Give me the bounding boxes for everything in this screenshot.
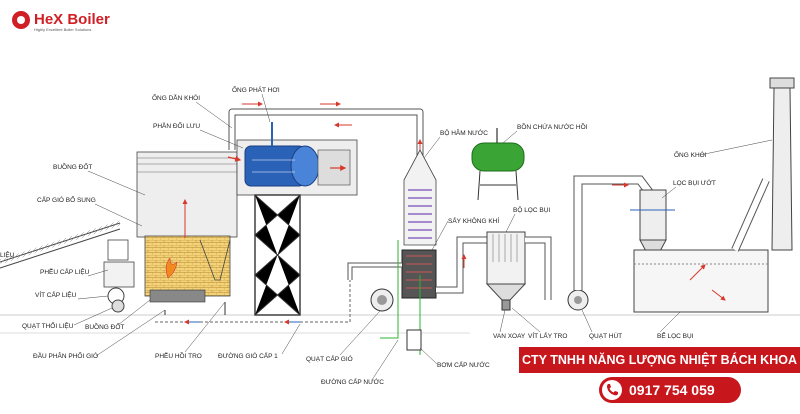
- label-phan-doi-luu: PHẦN ĐỐI LƯU: [153, 120, 200, 130]
- convection-section: [227, 122, 358, 196]
- label-bom-cap-nuoc: BƠM CẤP NƯỚC: [437, 359, 490, 369]
- economizer-tower: [403, 139, 437, 246]
- support-structure: [254, 194, 301, 316]
- label-van-xoay: VAN XOAY: [493, 333, 526, 340]
- component-labels: ỐNG DẪN KHÓI ỐNG PHÁT HƠI PHẦN ĐỐI LƯU B…: [0, 84, 773, 386]
- phone-pill[interactable]: 0917 754 059: [599, 377, 741, 403]
- label-quat-thoi-lieu: QUẠT THỔI LIỆU: [22, 321, 74, 330]
- feed-fan: [111, 299, 125, 313]
- phone-number: 0917 754 059: [629, 382, 715, 398]
- label-be-loc-bui: BỂ LỌC BỤI: [657, 331, 694, 340]
- fuel-conveyor: [0, 220, 135, 313]
- contact-banner: CTY TNHH NĂNG LƯỢNG NHIỆT BÁCH KHOA 0917…: [519, 347, 800, 409]
- label-say-khong-khi: SẤY KHÔNG KHÍ: [448, 215, 499, 225]
- label-ong-khoi: ỐNG KHÓI: [674, 149, 707, 159]
- furnace: [136, 151, 238, 315]
- air-fan: [155, 262, 402, 325]
- label-loc-bui-uot: LỌC BỤI ƯỚT: [673, 178, 716, 187]
- label-duong-gio-cap-1: ĐƯỜNG GIÓ CẤP 1: [218, 350, 278, 360]
- hex-boiler-logo: HeX Boiler Highly Excellent Boiler Solut…: [12, 11, 110, 32]
- label-vit-cap-lieu: VÍT CẤP LIỆU: [35, 289, 77, 299]
- label-ong-dan-khoi: ỐNG DẪN KHÓI: [152, 92, 200, 102]
- dust-settling-tank: [633, 249, 769, 313]
- label-buong-dot-top: BUỒNG ĐỐT: [53, 161, 92, 171]
- label-quat-cap-gio: QUẠT CẤP GIÓ: [306, 353, 353, 363]
- label-pheu-cap-lieu: PHỄU CẤP LIỆU: [40, 266, 90, 276]
- gas-duct-mid: [436, 236, 487, 294]
- label-duong-cap-nuoc: ĐƯỜNG CẤP NƯỚC: [321, 376, 384, 386]
- return-water-tank: [471, 128, 525, 201]
- flue-duct: [228, 101, 424, 160]
- flame-icon: [165, 257, 178, 279]
- label-cap-gio-bo-sung: CẤP GIÓ BỔ SUNG: [37, 194, 96, 204]
- combustion-chamber: [144, 235, 231, 297]
- logo-tagline: Highly Excellent Boiler Solutions: [34, 27, 91, 32]
- label-dau-phan-phoi-gio: ĐẦU PHÂN PHỐI GIÓ: [33, 350, 98, 360]
- label-ong-phat-hoi: ỐNG PHÁT HƠI: [232, 84, 280, 94]
- wet-scrubber: [630, 189, 675, 256]
- air-preheater: [401, 249, 437, 299]
- label-pheu-hoi-tro: PHỄU HỒI TRO: [155, 350, 202, 360]
- phone-icon: [602, 380, 622, 400]
- water-pump: [406, 329, 422, 351]
- label-quat-hut: QUẠT HÚT: [589, 331, 622, 340]
- label-lieu: LIỆU: [0, 250, 15, 259]
- company-name: CTY TNHH NĂNG LƯỢNG NHIỆT BÁCH KHOA: [519, 347, 800, 373]
- dust-collector: [485, 231, 552, 311]
- label-bo-ham-nuoc: BỘ HÂM NƯỚC: [440, 128, 488, 137]
- label-vit-lay-tro: VÍT LẤY TRO: [528, 330, 567, 340]
- label-buong-dot-bottom: BUỒNG ĐỐT: [85, 321, 124, 331]
- label-bon-chua-nuoc-hoi: BỒN CHỨA NƯỚC HỒI: [517, 121, 588, 131]
- water-feed-line: [380, 240, 422, 355]
- chimney: [731, 77, 795, 252]
- logo-name: HeX Boiler: [34, 11, 110, 28]
- label-bo-loc-bui: BỘ LỌC BỤI: [513, 205, 550, 214]
- feed-hopper: [107, 239, 129, 261]
